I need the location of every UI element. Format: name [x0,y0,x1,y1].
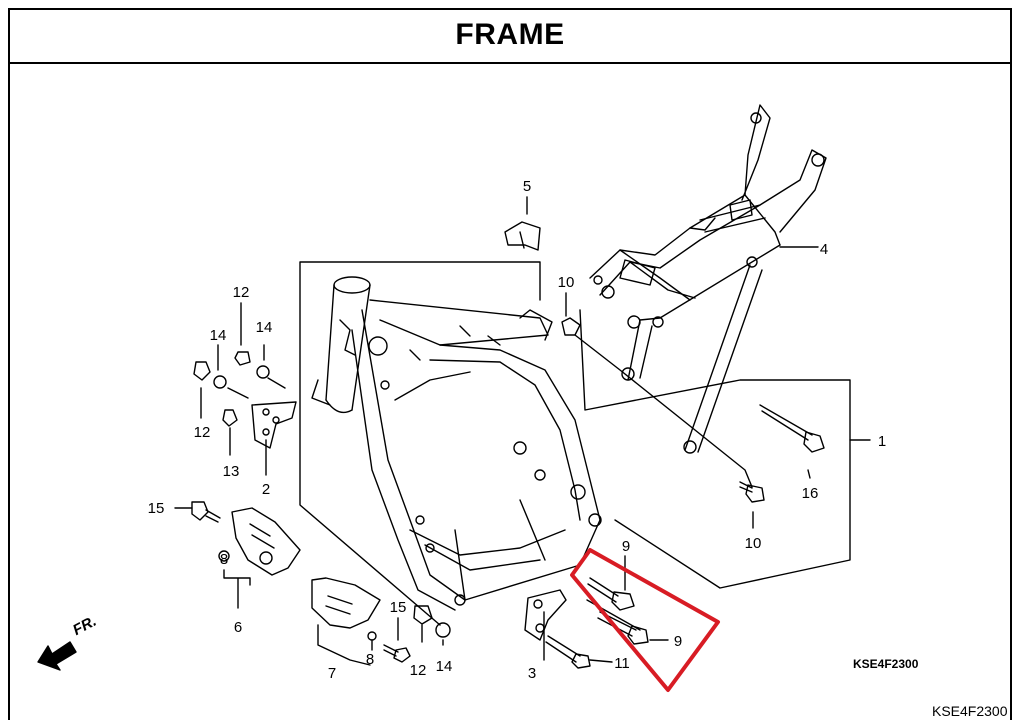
engine-hanger-2 [251,401,297,449]
bolt-15-left [191,501,221,523]
callout-10-lower: 10 [745,535,762,552]
bolt-16 [759,404,825,453]
callout-8-bottom: 8 [366,651,374,668]
callout-16: 16 [802,485,819,502]
callout-12-top: 12 [233,284,250,301]
callout-9-upper: 9 [622,538,630,555]
bolt-9-upper [587,577,635,611]
callout-10-upper: 10 [558,274,575,291]
callout-12-bottom: 12 [410,662,427,679]
callout-14-right: 14 [256,319,273,336]
bolt-11 [545,635,591,669]
callout-15-left: 15 [148,500,165,517]
callout-8-left: 8 [220,551,228,568]
front-direction-arrow [37,641,77,671]
callout-14-left: 14 [210,327,227,344]
guard-6 [218,507,301,576]
callout-13: 13 [223,463,240,480]
diagram-code-outer: KSE4F2300 [932,703,1008,719]
guard-7 [311,577,381,629]
bolt-10-upper [561,317,581,336]
callout-labels: 5 10 4 1 16 10 12 14 14 12 13 2 15 8 6 9… [148,178,887,682]
page-title: FRAME [455,18,565,51]
frame-assembly-outline [299,261,851,626]
callout-9-lower: 9 [674,633,682,650]
engine-hanger-3 [524,589,567,641]
callout-15-bottom: 15 [390,599,407,616]
callout-2: 2 [262,481,270,498]
diagram-code-inner: KSE4F2300 [853,657,919,671]
callout-14-bottom: 14 [436,658,453,675]
callout-7: 7 [328,665,336,682]
callout-6: 6 [234,619,242,636]
callout-11: 11 [614,655,630,672]
callout-4: 4 [820,241,828,258]
fasteners-12-14-left [193,351,270,427]
callout-1: 1 [878,433,886,450]
main-frame-tubes [351,299,602,611]
callout-12-left: 12 [194,424,211,441]
fasteners-8-12-14-15-bottom [367,605,451,663]
highlight-marker [570,548,720,692]
title-bar: FRAME [8,8,1012,64]
collar-5 [504,221,541,251]
rear-subframe [589,104,827,454]
bolt-10-lower [739,481,765,503]
head-tube [311,276,371,414]
callout-3: 3 [528,665,536,682]
diagram-border [8,62,1012,720]
leader-lines [174,196,871,666]
callout-5: 5 [523,178,531,195]
